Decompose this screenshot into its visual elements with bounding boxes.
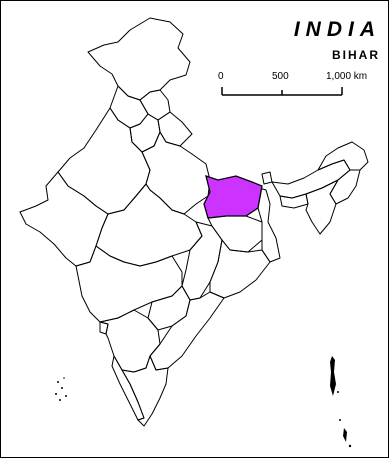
state-maharashtra [75, 245, 183, 323]
scale-tick-label-1000: 1,000 km [326, 71, 368, 82]
scale-tick-label-0: 0 [218, 71, 224, 82]
state-meghalaya [279, 193, 309, 209]
state-uttar-pradesh [141, 131, 211, 215]
state-jharkhand [207, 215, 263, 253]
state-tripura-mizoram [305, 179, 339, 235]
state-rajasthan [57, 107, 151, 215]
map-subtitle: BIHAR [332, 48, 380, 62]
state-jammu-kashmir [87, 17, 191, 101]
state-odisha [209, 239, 271, 299]
state-andhra-pradesh [149, 291, 225, 371]
scale-bar [221, 87, 343, 96]
lakshadweep-islands [55, 377, 67, 401]
state-karnataka [99, 309, 161, 373]
state-haryana [129, 113, 161, 153]
state-west-bengal [251, 185, 281, 263]
state-arunachal-pradesh [317, 141, 369, 171]
state-madhya-pradesh [95, 183, 203, 267]
scale-tick-label-500: 500 [272, 71, 289, 82]
state-bihar-highlight [203, 175, 263, 219]
state-telangana [147, 285, 191, 331]
state-sikkim [261, 171, 273, 185]
state-chhattisgarh [181, 221, 223, 301]
state-uttarakhand [157, 111, 193, 147]
state-tamil-nadu [121, 355, 169, 427]
state-gujarat [19, 171, 109, 267]
andaman-nicobar-islands [330, 356, 352, 448]
state-kerala [111, 355, 145, 421]
map-title: INDIA [293, 18, 381, 41]
